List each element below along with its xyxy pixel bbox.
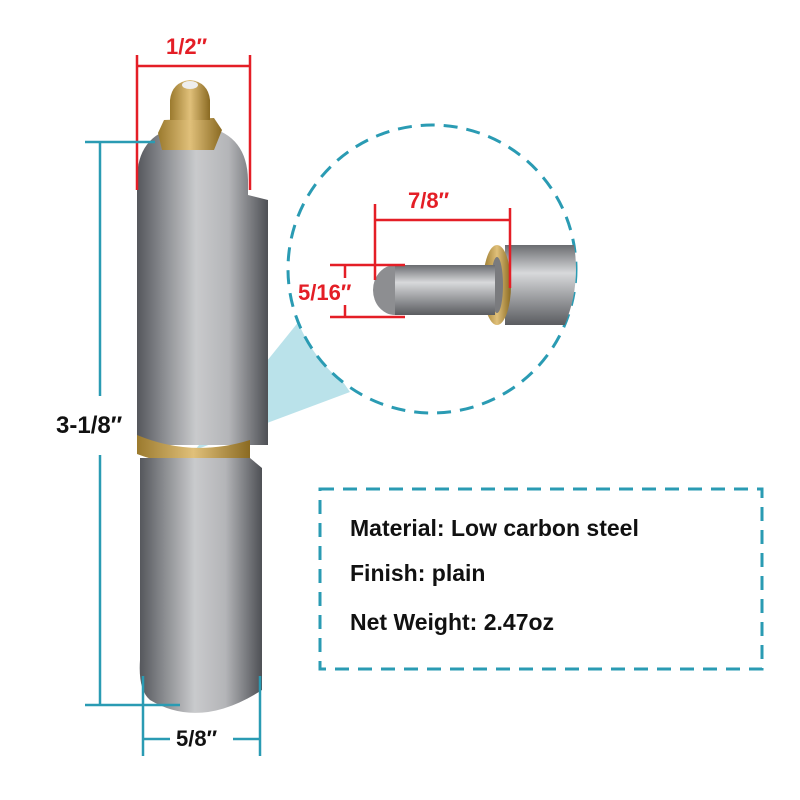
pin-diameter-label: 5/16″ [298, 280, 352, 305]
spec-box-border [318, 487, 764, 671]
dim-pin-length-lines [373, 204, 512, 288]
pin-closeup [373, 245, 576, 325]
pin-length-label: 7/8″ [408, 188, 450, 213]
dim-bottom-width-lines [141, 676, 262, 756]
dim-top-width-lines [135, 55, 252, 190]
bottom-width-label: 5/8″ [176, 726, 218, 751]
hinge-lower [139, 458, 262, 713]
grease-fitting-nipple [170, 80, 210, 120]
dim-pin-diameter-lines [330, 263, 405, 319]
spec-material: Material: Low carbon steel [350, 515, 639, 541]
grease-fitting-hex [158, 118, 222, 150]
dim-length-lines [85, 140, 180, 707]
hinge-upper [137, 125, 268, 445]
spec-net-weight: Net Weight: 2.47oz [350, 609, 555, 635]
top-width-label: 1/2″ [166, 34, 208, 59]
brass-ring [137, 435, 250, 466]
spec-finish: Finish: plain [350, 560, 486, 586]
overall-length-label: 3-1/8″ [56, 412, 123, 439]
